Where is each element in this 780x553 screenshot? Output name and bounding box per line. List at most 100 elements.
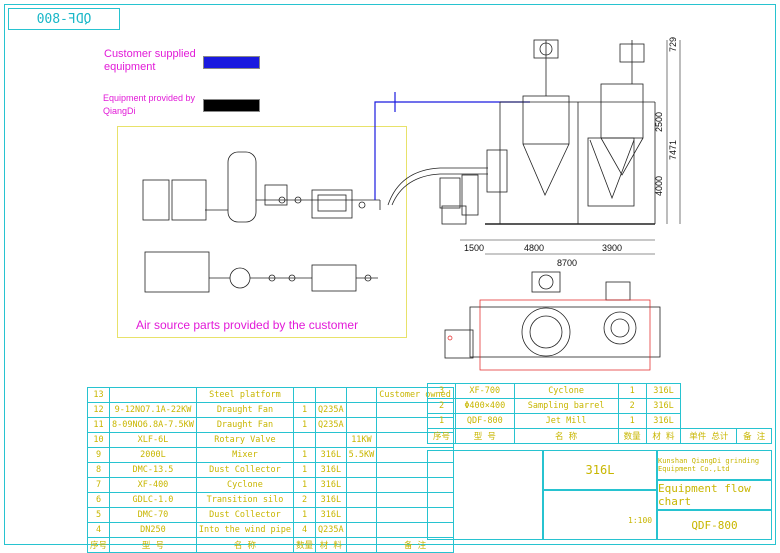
plan-mixer (603, 311, 637, 345)
part-left-model: XLF-6L (109, 432, 197, 448)
title-block-grid (427, 450, 543, 540)
air-dryer (311, 189, 353, 219)
legend-customer-label: Customer supplied equipment (104, 48, 196, 73)
hdr-r-note: 备 注 (736, 428, 772, 444)
parts-header-row: 序号 型 号 名 称 数量 材 料 备 注 (86, 537, 454, 553)
part-left-qty (293, 387, 317, 403)
part-right-no: 3 (426, 383, 457, 399)
customer-air-tank (229, 267, 251, 289)
dim-4800: 4800 (524, 243, 544, 253)
part-right-qty: 2 (617, 398, 647, 414)
plan-mill (521, 307, 571, 357)
hdr-power (345, 537, 378, 553)
part-left-power (345, 477, 378, 493)
air-compressor-2 (171, 179, 207, 221)
mixer (439, 177, 461, 209)
part-left-no: 12 (86, 402, 111, 418)
customer-dryer (311, 264, 357, 292)
part-left-model: 8-09NO6.8A-7.5KW (109, 417, 197, 433)
part-left-no: 9 (86, 447, 111, 463)
plan-fan (531, 271, 561, 293)
air-source-caption: Air source parts provided by the custome… (136, 318, 359, 332)
part-left-no: 10 (86, 432, 111, 448)
part-left-qty: 1 (293, 417, 317, 433)
part-left-power (345, 417, 378, 433)
hdr-r-qty: 数量 (617, 428, 647, 444)
title-drawing-title: Equipment flow chart (657, 480, 772, 510)
part-right-qty: 1 (617, 413, 647, 429)
part-left-model: XF-400 (109, 477, 197, 493)
part-left-power (345, 507, 378, 523)
dim-729: 729 (668, 37, 678, 52)
part-left-material: 316L (315, 492, 347, 508)
mixer-cone (587, 137, 635, 207)
air-compressor-1 (142, 179, 170, 221)
part-left-material: Q235A (315, 402, 347, 418)
part-left-power (345, 387, 378, 403)
hdr-r-material: 材 料 (645, 428, 682, 444)
part-left-power (345, 522, 378, 538)
dust-collector-large (522, 95, 570, 145)
hdr-name: 名 称 (195, 537, 295, 553)
part-left-model: DMC-13.5 (109, 462, 197, 478)
part-right-model: Φ400×400 (455, 398, 515, 414)
part-left-name: Rotary Valve (195, 432, 295, 448)
dim-3900: 3900 (602, 243, 622, 253)
part-left-name: Steel platform (195, 387, 295, 403)
part-left-name: Dust Collector (195, 507, 295, 523)
part-left-qty: 4 (293, 522, 317, 538)
part-left-no: 5 (86, 507, 111, 523)
part-left-material: 316L (315, 507, 347, 523)
part-left-qty: 1 (293, 402, 317, 418)
dim-8700: 8700 (557, 258, 577, 268)
part-left-power (345, 492, 378, 508)
fan-top (533, 39, 559, 59)
part-left-qty: 1 (293, 462, 317, 478)
hdr-no: 序号 (86, 537, 111, 553)
part-left-no: 6 (86, 492, 111, 508)
fan-top-right (619, 43, 645, 63)
part-right-material: 316L (645, 398, 682, 414)
hdr-r-no: 序号 (426, 428, 457, 444)
part-right-name: Jet Mill (513, 413, 619, 429)
part-left-model (109, 387, 197, 403)
hdr-qty: 数量 (293, 537, 317, 553)
part-right-name: Cyclone (513, 383, 619, 399)
part-left-material: 316L (315, 462, 347, 478)
cyclone-small (486, 149, 508, 193)
customer-air-compressor (144, 251, 210, 293)
part-right-no: 1 (426, 413, 457, 429)
customer-air-line (374, 101, 420, 200)
part-left-name: Cyclone (195, 477, 295, 493)
part-right-material: 316L (645, 383, 682, 399)
title-scale: 1:100 (628, 516, 653, 525)
title-material: 316L (543, 450, 657, 490)
legend-customer-swatch (203, 56, 260, 69)
part-left-model: 9-12NO7.1A-22KW (109, 402, 197, 418)
part-right-name: Sampling barrel (513, 398, 619, 414)
part-left-material: Q235A (315, 522, 347, 538)
part-left-material: Q235A (315, 417, 347, 433)
dim-2500: 2500 (654, 112, 664, 132)
part-left-power: 5.5KW (345, 447, 378, 463)
air-tank (227, 151, 257, 223)
part-left-qty: 1 (293, 477, 317, 493)
part-right-model: QDF-800 (455, 413, 515, 429)
part-left-model: 2000L (109, 447, 197, 463)
dust-collector-right (600, 83, 644, 139)
part-left-name: Draught Fan (195, 417, 295, 433)
title-scale-area (543, 490, 657, 540)
legend-qiangdi-swatch (203, 99, 260, 112)
part-left-material: 316L (315, 447, 347, 463)
part-left-material (315, 432, 347, 448)
plan-platform (469, 306, 661, 358)
